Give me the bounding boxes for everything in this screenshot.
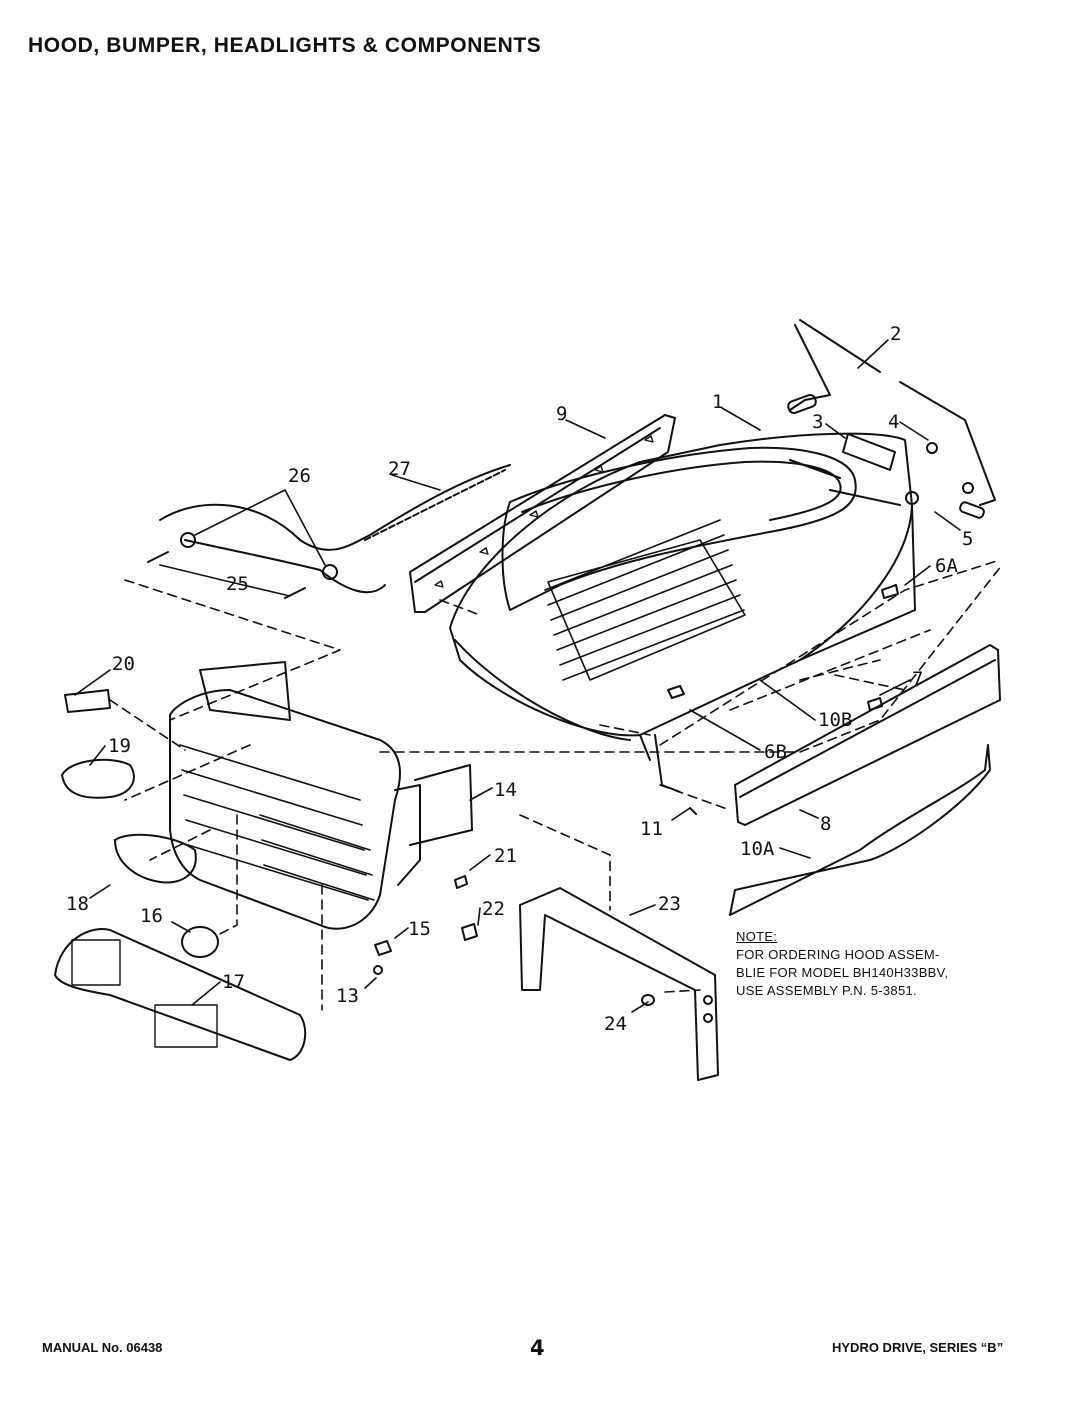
callout-16: 16 — [140, 905, 163, 927]
callout-25: 25 — [226, 573, 249, 595]
callout-22: 22 — [482, 898, 505, 920]
callout-leader-lines — [74, 339, 961, 1013]
callout-2: 2 — [890, 323, 901, 345]
callout-15: 15 — [408, 918, 431, 940]
fastener-parts — [373, 807, 697, 1006]
callout-8: 8 — [820, 813, 831, 835]
callout-13: 13 — [336, 985, 359, 1007]
series-label: HYDRO DRIVE, SERIES “B” — [832, 1340, 1004, 1355]
lower-bumper-part — [729, 744, 991, 916]
hardware-parts — [789, 433, 974, 506]
ordering-note: NOTE: FOR ORDERING HOOD ASSEM- BLIE FOR … — [736, 928, 1036, 1000]
page-title: HOOD, BUMPER, HEADLIGHTS & COMPONENTS — [28, 34, 542, 57]
callout-27: 27 — [388, 458, 411, 480]
grille-part — [169, 661, 473, 930]
callout-11: 11 — [640, 818, 663, 840]
callout-3: 3 — [812, 411, 823, 433]
headlight-parts — [61, 689, 219, 958]
callout-6a: 6A — [935, 555, 958, 577]
callout-20: 20 — [112, 653, 135, 675]
callout-5: 5 — [962, 528, 973, 550]
callout-9: 9 — [556, 403, 567, 425]
nose-piece-part — [54, 928, 307, 1061]
callout-18: 18 — [66, 893, 89, 915]
callout-26: 26 — [288, 465, 311, 487]
bumper-strip-part — [734, 644, 1001, 826]
assembly-dashed-lines — [109, 559, 1003, 1011]
callout-labels: 1 2 3 4 5 6A 6B 7 8 9 10A 10B 11 13 14 1… — [66, 323, 973, 1035]
support-bracket-part — [519, 887, 719, 1081]
note-line: USE ASSEMBLY P.N. 5-3851. — [736, 983, 917, 998]
callout-23: 23 — [658, 893, 681, 915]
note-heading: NOTE: — [736, 929, 778, 944]
rail-strip-part — [409, 414, 676, 613]
callout-6b: 6B — [764, 741, 787, 763]
callout-10a: 10A — [740, 838, 775, 860]
note-line: BLIE FOR MODEL BH140H33BBV, — [736, 965, 949, 980]
callout-10b: 10B — [818, 709, 852, 731]
hood-part — [449, 432, 916, 761]
hinge-rod-part — [787, 319, 996, 519]
page-number: 4 — [530, 1336, 545, 1360]
callout-4: 4 — [888, 411, 899, 433]
callout-7: 7 — [912, 668, 923, 690]
callout-17: 17 — [222, 971, 245, 993]
callout-19: 19 — [108, 735, 131, 757]
manual-number: MANUAL No. 06438 — [42, 1340, 163, 1355]
callout-14: 14 — [494, 779, 517, 801]
note-line: FOR ORDERING HOOD ASSEM- — [736, 947, 940, 962]
callout-21: 21 — [494, 845, 517, 867]
wiring-harness-part — [147, 464, 511, 599]
callout-24: 24 — [604, 1013, 627, 1035]
callout-1: 1 — [712, 391, 723, 413]
